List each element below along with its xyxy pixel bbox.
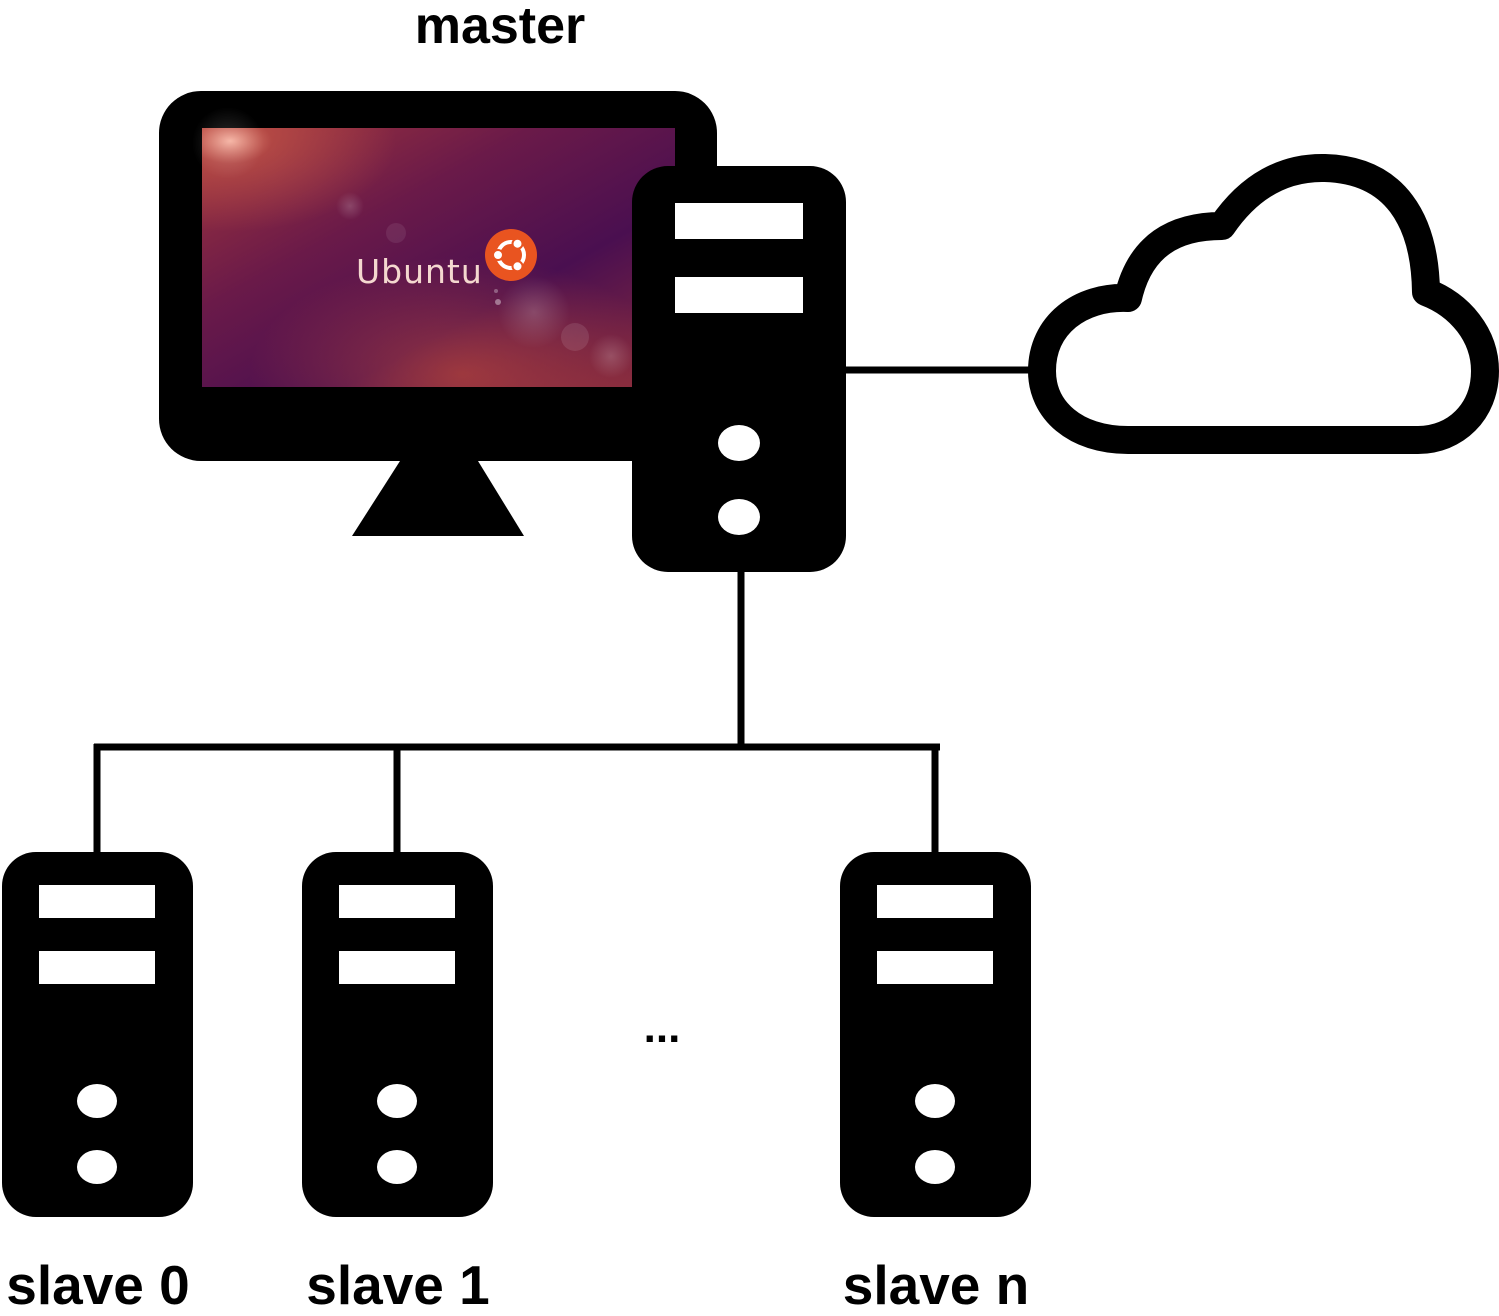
slave-1-server-tower-icon [302,852,493,1217]
slave-0-label: slave 0 [6,1254,190,1316]
monitor-icon [159,91,717,536]
connection-lines [93,366,1042,858]
slave-n-label: slave n [842,1254,1030,1316]
slave-0-server-tower-icon [2,852,193,1217]
ellipsis-label: ... [643,1003,681,1052]
slave-1-label: slave 1 [306,1254,490,1316]
master-server-tower-icon [632,166,846,572]
slave-n-server-tower-icon [840,852,1031,1217]
ubuntu-screen [192,107,675,387]
master-label: master [414,0,586,55]
cloud-icon [1028,153,1499,454]
ubuntu-wordmark: Ubuntu [356,252,483,291]
ubuntu-logo-icon [485,229,537,281]
